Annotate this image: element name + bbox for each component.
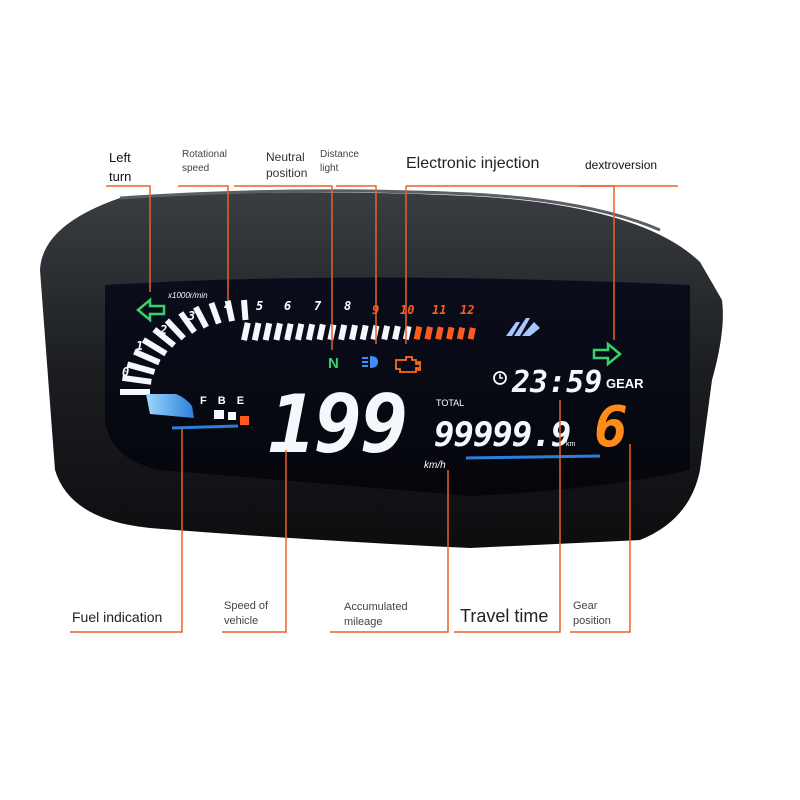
rpm-tick-8: 8 <box>344 299 351 313</box>
rpm-segment <box>273 322 283 341</box>
clock-icon <box>493 371 507 385</box>
neutral-indicator: N <box>328 355 339 372</box>
total-label: TOTAL <box>436 398 464 408</box>
rpm-segment <box>208 301 222 325</box>
rpm-segment <box>120 389 150 395</box>
label-accumulated-mileage: Accumulated mileage <box>344 601 408 628</box>
rpm-tick-2: 2 <box>159 323 167 337</box>
callout-lines <box>70 185 678 633</box>
rpm-segment <box>164 318 186 341</box>
fuel-bar-2 <box>228 412 236 420</box>
rpm-segment <box>126 361 156 375</box>
label-dextroversion: dextroversion <box>585 158 658 172</box>
label-speed-of-vehicle: Speed of vehicle <box>224 600 269 627</box>
rpm-segment <box>241 322 251 341</box>
rpm-segment <box>305 323 316 341</box>
left-arrow-icon <box>136 297 166 323</box>
rpm-segment <box>402 325 412 340</box>
meter-top-ridge <box>119 189 661 232</box>
travel-time-readout: 23:59 <box>511 365 602 400</box>
speed-unit: km/h <box>424 460 446 471</box>
rpm-tick-11: 11 <box>432 303 446 317</box>
fuel-empty-mark <box>240 416 249 425</box>
rpm-segment <box>251 322 262 341</box>
rpm-tick-1: 1 <box>136 339 143 353</box>
rpm-segment <box>295 323 305 341</box>
engine-icon <box>395 356 421 373</box>
rpm-tick-7: 7 <box>314 299 322 313</box>
rpm-tick-0: 0 <box>122 365 129 379</box>
brand-logo-icon <box>506 318 540 336</box>
rpm-tick-3: 3 <box>187 309 195 323</box>
label-electronic-injection: Electronic injection <box>406 155 540 172</box>
rpm-segment <box>141 337 168 357</box>
gear-readout: 6 <box>594 395 628 460</box>
rpm-segment <box>392 325 401 341</box>
label-fuel-indication: Fuel indication <box>72 609 163 625</box>
rpm-tick-5: 5 <box>256 299 263 313</box>
rpm-segment <box>467 327 476 340</box>
rpm-segment <box>359 324 369 341</box>
odometer-underline <box>465 454 601 460</box>
label-left-turn: Left turn <box>109 150 132 184</box>
fuel-letters: F B E <box>200 395 248 407</box>
odometer-unit: km <box>566 441 576 448</box>
rpm-tick-10: 10 <box>400 303 414 317</box>
rpm-segment <box>284 323 294 341</box>
rpm-scale: 0 1 2 3 4 5 6 7 8 9 10 11 12 <box>122 299 474 379</box>
rpm-segment <box>316 323 326 341</box>
rpm-segment <box>413 325 423 340</box>
label-neutral-position: Neutral position <box>266 150 308 180</box>
rpm-segment <box>178 311 197 334</box>
label-rotational-speed: Rotational speed <box>182 149 228 174</box>
rpm-segment <box>381 325 391 341</box>
lcd-screen <box>105 277 690 496</box>
high-beam-icon <box>362 356 378 368</box>
rpm-tick-4: 4 <box>224 299 231 313</box>
gear-label: GEAR <box>606 376 644 391</box>
rpm-bar-graph <box>120 299 476 395</box>
rpm-tick-6: 6 <box>284 299 291 313</box>
odometer-readout: 99999.9 <box>434 415 570 455</box>
rpm-segment <box>152 327 176 348</box>
rpm-segment <box>446 326 455 340</box>
rpm-segment <box>122 374 152 385</box>
rpm-segment <box>241 299 249 321</box>
rpm-segment <box>435 326 444 340</box>
right-arrow-icon <box>592 341 622 367</box>
rpm-segment <box>224 300 235 322</box>
speed-readout: 199 <box>268 378 407 471</box>
fuel-gauge-line <box>171 424 239 430</box>
label-travel-time: Travel time <box>460 606 549 626</box>
rpm-segment <box>338 324 348 341</box>
rpm-segment <box>193 305 209 329</box>
fuel-gauge-fill <box>146 394 194 418</box>
rpm-unit: x1000r/min <box>167 291 208 300</box>
rpm-segment <box>370 324 380 341</box>
rpm-segment <box>133 348 161 366</box>
rpm-segment <box>262 322 273 341</box>
label-gear-position: Gear position <box>573 600 611 627</box>
rpm-segment <box>349 324 358 341</box>
fuel-bar-1 <box>214 410 224 419</box>
rpm-segment <box>456 327 466 340</box>
rpm-tick-12: 12 <box>460 303 474 317</box>
label-distance-light: Distance light <box>320 149 359 174</box>
rpm-segment <box>424 326 433 340</box>
